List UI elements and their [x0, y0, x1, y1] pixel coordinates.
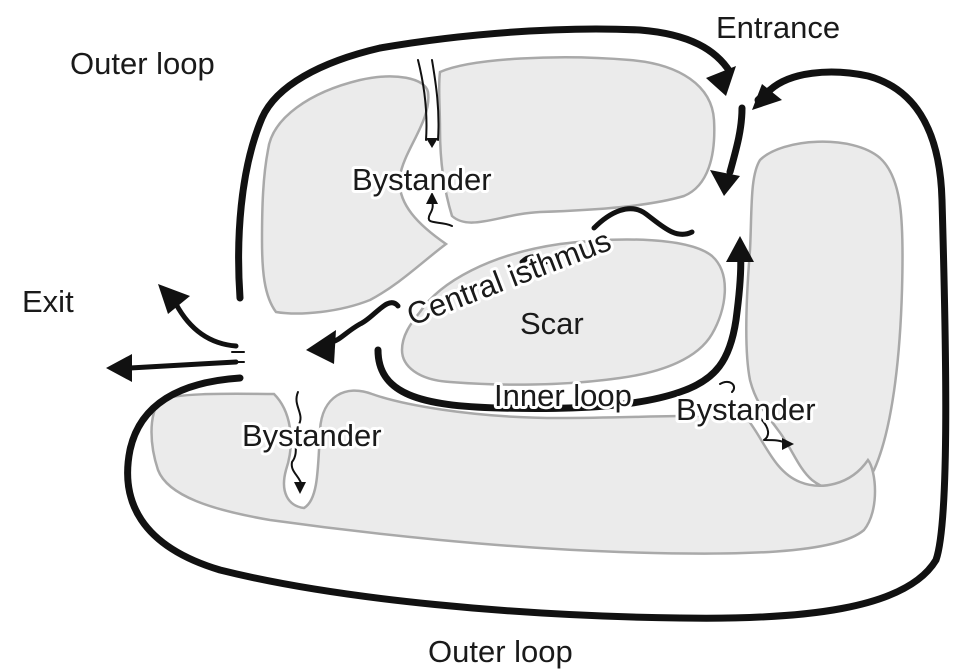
- outer-loop-bottom-label: Outer loop: [428, 634, 573, 669]
- exit-shaft-lower: [130, 362, 236, 368]
- entrance-arrowhead-lower: [710, 170, 740, 196]
- exit-arrowhead-lower: [106, 354, 132, 382]
- isthmus-wave-right: [594, 209, 692, 235]
- exit-label: Exit: [22, 284, 74, 319]
- entrance-arrowhead-upper: [706, 66, 736, 96]
- bystander-top-channel-line-2: [432, 60, 439, 140]
- inner-loop-label: Inner loop: [494, 378, 632, 413]
- bystander-top-label: Bystander: [352, 162, 492, 197]
- isthmus-arrowhead: [306, 330, 336, 364]
- exit-shaft-upper: [176, 304, 236, 346]
- scar-region-upper-middle: [439, 57, 714, 222]
- scar-label: Scar: [520, 306, 584, 341]
- outer-loop-top-label: Outer loop: [70, 46, 215, 81]
- bystander-left-arrowhead: [294, 482, 306, 494]
- exit-arrowhead-upper: [158, 284, 190, 314]
- exit-arrows: [106, 284, 236, 382]
- bystander-right-squiggle: [720, 382, 734, 392]
- bystander-right-label: Bystander: [676, 392, 816, 427]
- entrance-label: Entrance: [716, 10, 840, 45]
- entrance-shaft-lower: [730, 108, 742, 172]
- bystander-top-arrowhead: [426, 138, 438, 148]
- scar-region-right: [746, 142, 902, 491]
- bystander-left-label: Bystander: [242, 418, 382, 453]
